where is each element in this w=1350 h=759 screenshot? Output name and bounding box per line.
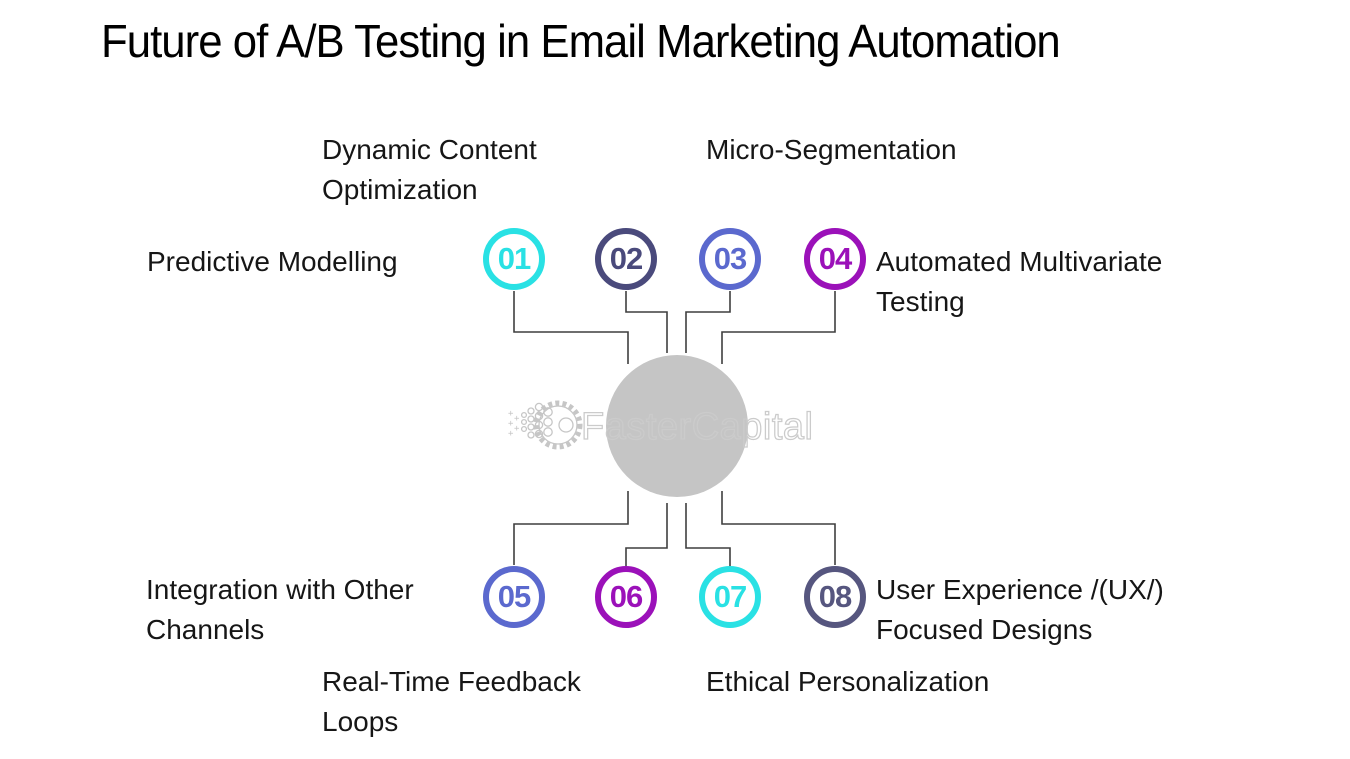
node-01: 01 [483,228,545,290]
node-03-number: 03 [713,240,747,276]
node-06: 06 [595,566,657,628]
connector-05 [513,491,629,565]
svg-text:+: + [514,424,520,434]
label-ethical-personalization: Ethical Personalization [706,666,990,697]
fastercapital-gear-icon: ++ ++ + [508,400,583,450]
node-02-number: 02 [609,240,643,276]
label-ux-focused-designs: User Experience /(UX/) Focused Designs [876,574,1164,645]
connector-06 [625,503,668,566]
label-real-time-feedback-loops: Real-Time Feedback Loops [322,666,581,737]
connector-01 [513,291,629,364]
label-predictive-modelling: Predictive Modelling [147,246,398,277]
node-08: 08 [804,566,866,628]
svg-text:+: + [514,414,520,424]
node-05: 05 [483,566,545,628]
node-08-number: 08 [818,578,852,614]
svg-text:+: + [508,429,514,439]
connector-04 [721,291,836,364]
label-micro-segmentation: Micro-Segmentation [706,134,957,165]
node-01-number: 01 [497,240,531,276]
node-07: 07 [699,566,761,628]
label-dynamic-content-optimization: Dynamic Content Optimization [322,134,537,205]
center-watermark-circle [606,355,748,497]
label-automated-multivariate-testing: Automated Multivariate Testing [876,246,1163,317]
svg-text:+: + [508,409,514,419]
label-integration-with-other-channels: Integration with Other Channels [146,574,414,645]
node-04-number: 04 [818,240,852,276]
node-03: 03 [699,228,761,290]
connector-03 [685,291,731,353]
node-04: 04 [804,228,866,290]
node-06-number: 06 [609,578,643,614]
node-02: 02 [595,228,657,290]
svg-text:+: + [508,419,514,429]
connector-02 [625,291,668,353]
watermark-text: FasterCapital [581,406,813,448]
diagram-title: Future of A/B Testing in Email Marketing… [101,15,1061,67]
connector-07 [685,503,731,566]
node-07-number: 07 [713,578,747,614]
connector-08 [721,491,836,565]
node-05-number: 05 [497,578,531,614]
